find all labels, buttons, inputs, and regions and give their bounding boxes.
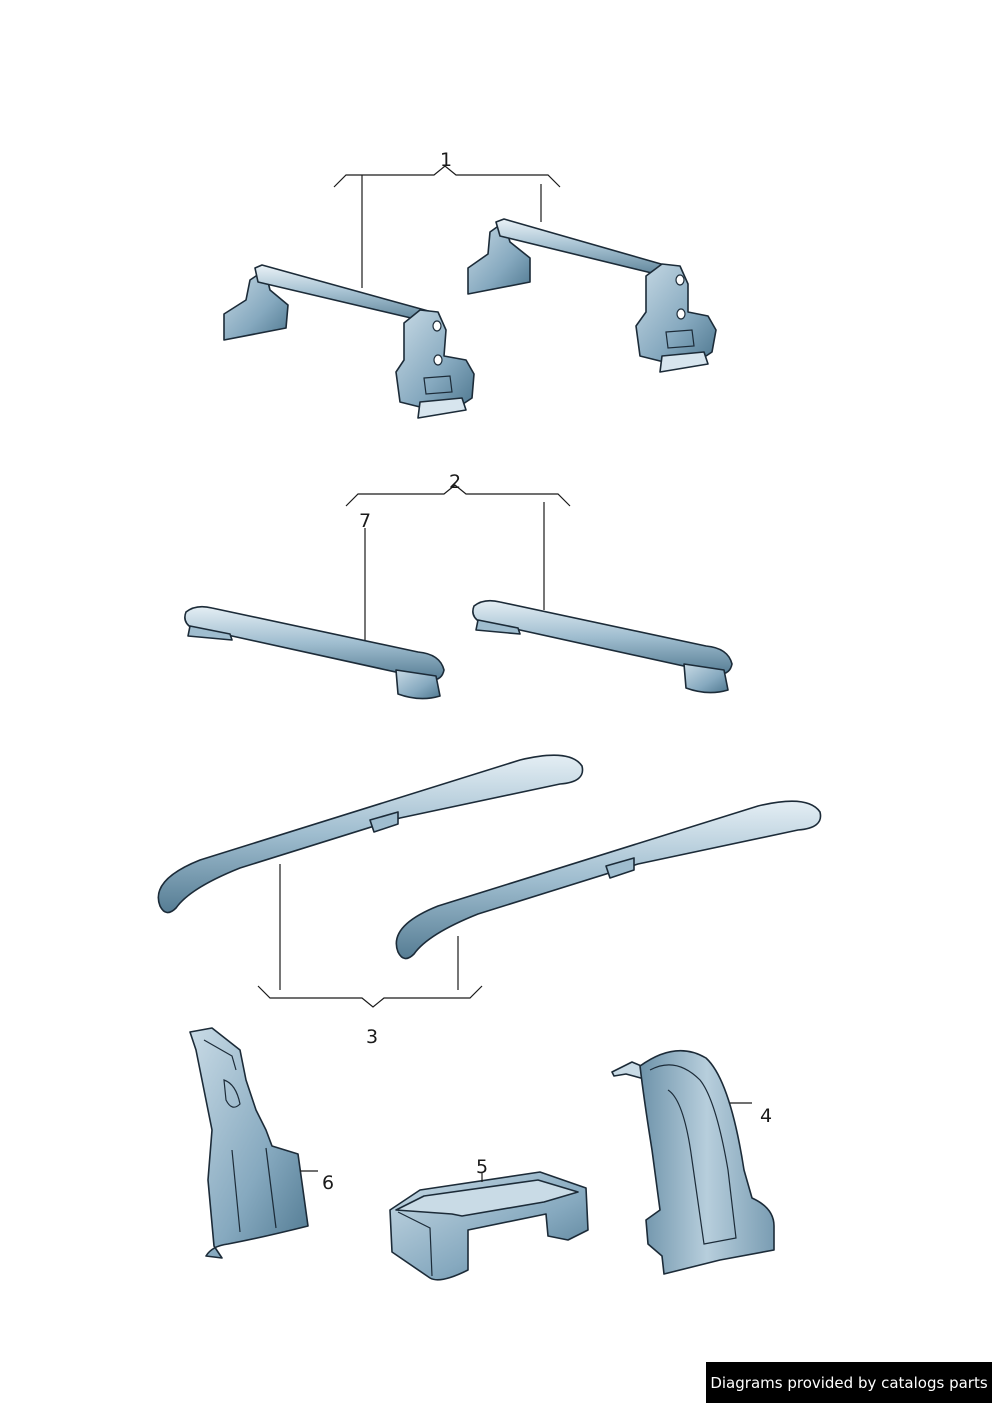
roof-rail-rear: [395, 800, 822, 960]
callout-1[interactable]: 1: [440, 149, 452, 171]
callout-2[interactable]: 2: [449, 471, 461, 493]
group-1-bracket: [333, 165, 561, 288]
part-6-foot-adapter: [189, 1027, 318, 1259]
group-3-bracket: [257, 864, 483, 1008]
aero-bar-left: [184, 605, 445, 700]
roof-bar-front: [223, 264, 475, 419]
callout-4[interactable]: 4: [760, 1105, 772, 1127]
callout-6[interactable]: 6: [322, 1172, 334, 1194]
callout-3[interactable]: 3: [366, 1026, 378, 1048]
part-5-insert: [389, 1171, 589, 1281]
aero-bar-right: [472, 599, 733, 694]
callout-5[interactable]: 5: [476, 1156, 488, 1178]
callout-7[interactable]: 7: [359, 510, 371, 532]
part-4-cover-cap: [611, 1049, 775, 1275]
group-2-bracket: [345, 484, 571, 640]
roof-bar-rear: [467, 218, 717, 373]
credit-banner: Diagrams provided by catalogs parts: [706, 1362, 992, 1403]
roof-rail-front: [157, 754, 584, 914]
